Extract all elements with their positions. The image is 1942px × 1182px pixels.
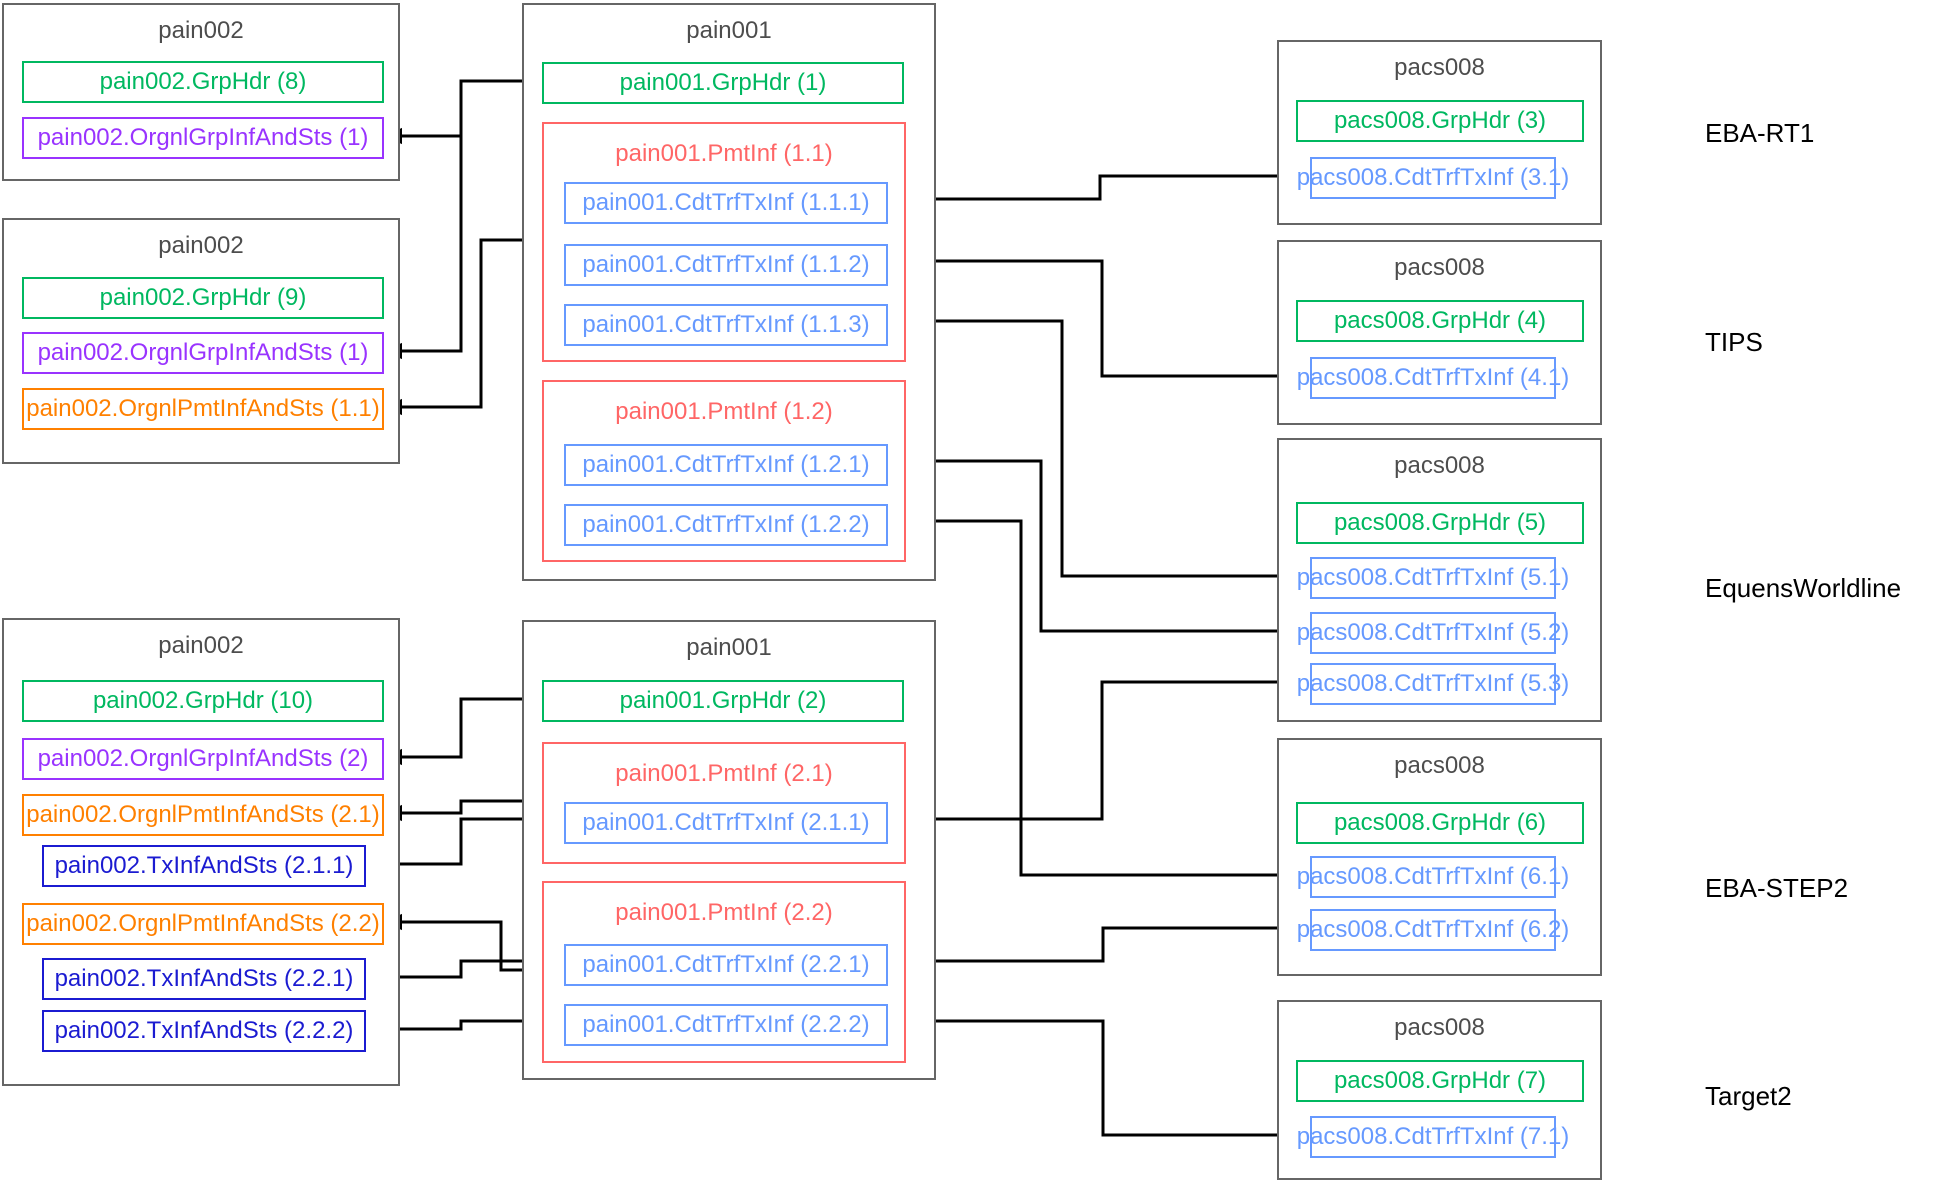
node-pain001-cdttrftxinf-1-1-1: pain001.CdtTrfTxInf (1.1.1): [564, 182, 888, 224]
box-title: pain002: [158, 17, 244, 44]
arrow:pain001.PmtInf (2.1)->pain002(10).OrgnlPmtInfAndSts (2.1): [384, 799, 540, 822]
box-title: pain002: [158, 632, 244, 659]
arrow:pain001.GrpHdr (2)->pain002(10).OrgnlGrpInfAndSts (2): [384, 697, 540, 766]
pmtinf-title: pain001.PmtInf (2.2): [615, 899, 833, 926]
node-pain001-cdttrftxinf-1-1-2: pain001.CdtTrfTxInf (1.1.2): [564, 244, 888, 286]
box-title: pain001: [686, 634, 772, 661]
node-pain001-pmtinf-1-2: pain001.PmtInf (1.2) pain001.CdtTrfTxInf…: [542, 380, 906, 562]
node-pain002-10-orgnlpmtinfandsts-2-1: pain002.OrgnlPmtInfAndSts (2.1): [22, 794, 384, 836]
pacs008-message-box-5: pacs008 pacs008.GrpHdr (5) pacs008.CdtTr…: [1277, 438, 1602, 722]
arrow:pain001.PmtInf (1.1)->pain002(9).OrgnlPmtInfAndSts (1.1): [384, 238, 540, 416]
pmtinf-title: pain001.PmtInf (1.2): [615, 398, 833, 425]
arrow:pain001.CdtTrfTxInf (2.1.1)->pacs008.CdtTrfTxInf (5.3): [886, 673, 1306, 821]
pain001-message-box-2: pain001 pain001.GrpHdr (2) pain001.PmtIn…: [522, 620, 936, 1080]
node-pain001-1-grphdr: pain001.GrpHdr (1): [542, 62, 904, 104]
arrow:pain001.CdtTrfTxInf (1.1.1)->pacs008.CdtTrfTxInf (3.1): [886, 167, 1306, 201]
box-title: pacs008: [1394, 1014, 1485, 1041]
node-pain002-9-grphdr: pain002.GrpHdr (9): [22, 277, 384, 319]
node-pain001-cdttrftxinf-1-2-2: pain001.CdtTrfTxInf (1.2.2): [564, 504, 888, 546]
node-pain001-cdttrftxinf-1-1-3: pain001.CdtTrfTxInf (1.1.3): [564, 304, 888, 346]
pmtinf-title: pain001.PmtInf (2.1): [615, 760, 833, 787]
node-pacs008-cdttrftxinf-5-1: pacs008.CdtTrfTxInf (5.1): [1297, 557, 1569, 599]
node-pain002-9-orgnlpmtinfandsts-1-1: pain002.OrgnlPmtInfAndSts (1.1): [22, 388, 384, 430]
node-pain001-2-grphdr: pain001.GrpHdr (2): [542, 680, 904, 722]
node-pain002-8-grphdr: pain002.GrpHdr (8): [22, 61, 384, 103]
box-title: pain001: [686, 17, 772, 44]
node-pacs008-cdttrftxinf-4-1: pacs008.CdtTrfTxInf (4.1): [1297, 357, 1569, 399]
network-label-target2: Target2: [1705, 1081, 1792, 1111]
node-pacs008-6-grphdr: pacs008.GrpHdr (6): [1296, 802, 1584, 844]
pain002-message-box-8: pain002 pain002.GrpHdr (8) pain002.Orgnl…: [2, 3, 400, 181]
network-label-tips: TIPS: [1705, 327, 1763, 357]
arrow:pain001.CdtTrfTxInf (1.2.2)->pacs008.CdtTrfTxInf (6.1): [886, 519, 1306, 884]
arrow:pain001.GrpHdr (1)->pain002(8).OrgnlGrpInfAndSts (1): [384, 79, 540, 145]
box-title: pacs008: [1394, 452, 1485, 479]
pain002-message-box-9: pain002 pain002.GrpHdr (9) pain002.Orgnl…: [2, 218, 400, 464]
box-title: pain002: [158, 232, 244, 259]
node-pain001-pmtinf-2-1: pain001.PmtInf (2.1) pain001.CdtTrfTxInf…: [542, 742, 906, 864]
pmtinf-title: pain001.PmtInf (1.1): [615, 140, 833, 167]
pacs008-message-box-4: pacs008 pacs008.GrpHdr (4) pacs008.CdtTr…: [1277, 240, 1602, 425]
node-pacs008-cdttrftxinf-6-2: pacs008.CdtTrfTxInf (6.2): [1297, 909, 1569, 951]
pacs008-message-box-7: pacs008 pacs008.GrpHdr (7) pacs008.CdtTr…: [1277, 1000, 1602, 1180]
node-pacs008-7-grphdr: pacs008.GrpHdr (7): [1296, 1060, 1584, 1102]
node-pain002-10-txinfandsts-2-1-1: pain002.TxInfAndSts (2.1.1): [42, 845, 366, 887]
node-pacs008-cdttrftxinf-3-1: pacs008.CdtTrfTxInf (3.1): [1297, 157, 1569, 199]
node-pacs008-4-grphdr: pacs008.GrpHdr (4): [1296, 300, 1584, 342]
node-pain002-10-orgnlpmtinfandsts-2-2: pain002.OrgnlPmtInfAndSts (2.2): [22, 903, 384, 945]
node-pain001-cdttrftxinf-2-2-1: pain001.CdtTrfTxInf (2.2.1): [564, 944, 888, 986]
arrow:pain001.PmtInf (2.2)->pain002(10).OrgnlPmtInfAndSts (2.2): [384, 913, 540, 972]
node-pain002-8-orgnlgrpinfandsts-1: pain002.OrgnlGrpInfAndSts (1): [22, 117, 384, 159]
node-pacs008-3-grphdr: pacs008.GrpHdr (3): [1296, 100, 1584, 142]
node-pain001-pmtinf-2-2: pain001.PmtInf (2.2) pain001.CdtTrfTxInf…: [542, 881, 906, 1063]
node-pain002-10-txinfandsts-2-2-1: pain002.TxInfAndSts (2.2.1): [42, 958, 366, 1000]
node-pacs008-cdttrftxinf-5-3: pacs008.CdtTrfTxInf (5.3): [1297, 663, 1569, 705]
network-label-equensworldline: EquensWorldline: [1705, 573, 1902, 603]
node-pain002-10-grphdr: pain002.GrpHdr (10): [22, 680, 384, 722]
arrow:pain001.GrpHdr (1)->pain002(9).OrgnlGrpInfAndSts (1): [384, 79, 540, 360]
pacs008-message-box-6: pacs008 pacs008.GrpHdr (6) pacs008.CdtTr…: [1277, 738, 1602, 976]
node-pain002-10-orgnlgrpinfandsts-2: pain002.OrgnlGrpInfAndSts (2): [22, 738, 384, 780]
pain002-message-box-10: pain002 pain002.GrpHdr (10) pain002.Orgn…: [2, 618, 400, 1086]
arrow:pain001.CdtTrfTxInf (1.1.3)->pacs008.CdtTrfTxInf (5.1): [886, 319, 1306, 585]
arrow:pain001.CdtTrfTxInf (2.2.1)->pacs008.CdtTrfTxInf (6.2): [886, 919, 1306, 963]
node-pain002-10-txinfandsts-2-2-2: pain002.TxInfAndSts (2.2.2): [42, 1010, 366, 1052]
box-title: pacs008: [1394, 752, 1485, 779]
arrow:pain001.CdtTrfTxInf (1.1.2)->pacs008.CdtTrfTxInf (4.1): [886, 259, 1306, 385]
node-pain001-cdttrftxinf-2-2-2: pain001.CdtTrfTxInf (2.2.2): [564, 1004, 888, 1046]
node-pacs008-cdttrftxinf-7-1: pacs008.CdtTrfTxInf (7.1): [1297, 1116, 1569, 1158]
node-pacs008-cdttrftxinf-5-2: pacs008.CdtTrfTxInf (5.2): [1297, 612, 1569, 654]
node-pain001-pmtinf-1-1: pain001.PmtInf (1.1) pain001.CdtTrfTxInf…: [542, 122, 906, 362]
box-title: pacs008: [1394, 254, 1485, 281]
node-pain002-9-orgnlgrpinfandsts-1: pain002.OrgnlGrpInfAndSts (1): [22, 332, 384, 374]
pacs008-message-box-3: pacs008 pacs008.GrpHdr (3) pacs008.CdtTr…: [1277, 40, 1602, 225]
arrow:pain001.CdtTrfTxInf (2.2.2)->pacs008.CdtTrfTxInf (7.1): [886, 1019, 1306, 1144]
network-label-eba-step2: EBA-STEP2: [1705, 873, 1849, 903]
pain001-message-box-1: pain001 pain001.GrpHdr (1) pain001.PmtIn…: [522, 3, 936, 581]
node-pacs008-cdttrftxinf-6-1: pacs008.CdtTrfTxInf (6.1): [1297, 856, 1569, 898]
box-title: pacs008: [1394, 54, 1485, 81]
arrow:pain001.CdtTrfTxInf (1.2.1)->pacs008.CdtTrfTxInf (5.2): [886, 459, 1306, 640]
node-pacs008-5-grphdr: pacs008.GrpHdr (5): [1296, 502, 1584, 544]
network-label-eba-rt1: EBA-RT1: [1705, 118, 1815, 148]
node-pain001-cdttrftxinf-1-2-1: pain001.CdtTrfTxInf (1.2.1): [564, 444, 888, 486]
node-pain001-cdttrftxinf-2-1-1: pain001.CdtTrfTxInf (2.1.1): [564, 802, 888, 844]
